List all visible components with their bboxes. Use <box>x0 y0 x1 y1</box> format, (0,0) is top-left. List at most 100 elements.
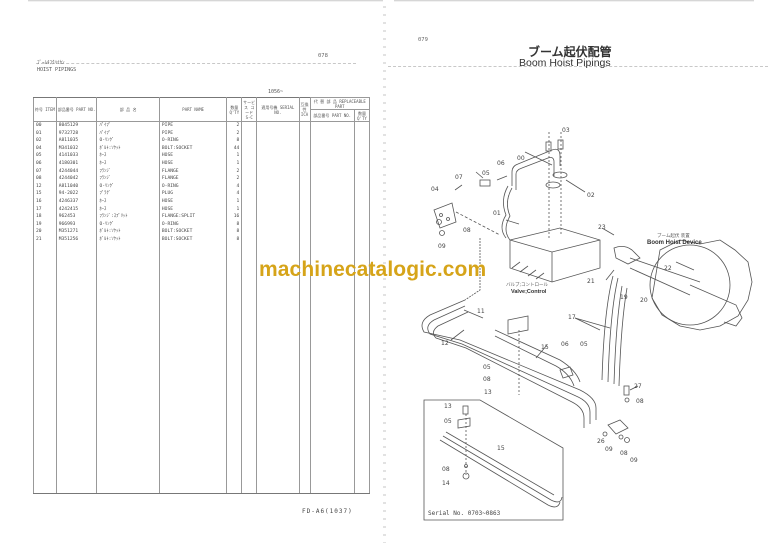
cell-serial <box>256 144 300 153</box>
callout-05d: 05 <box>444 418 452 425</box>
cell-item: 00 <box>33 121 57 130</box>
page-edge-shadow <box>28 0 383 2</box>
cell-part-name: HOSE <box>158 197 228 206</box>
callout-01: 01 <box>493 210 501 217</box>
cell-part-name: PIPE <box>158 129 228 138</box>
cell-part-no: 4244042 <box>55 175 98 183</box>
cell-part-no: 966993 <box>55 220 98 229</box>
cell-ica <box>298 121 311 130</box>
cell-rep-qty <box>353 152 371 160</box>
col-ica: 互換性 ICA <box>298 97 311 122</box>
cell-ica <box>298 159 311 168</box>
col-serial-no: 適用号機 SERIAL NO. <box>256 97 300 122</box>
cell-serial <box>256 228 300 236</box>
callout-08e: 08 <box>442 466 450 473</box>
callout-27: 27 <box>634 383 642 390</box>
blank-cell <box>226 243 243 494</box>
cell-part-no: 4180301 <box>55 159 98 168</box>
col-part-name: PART NAME <box>158 97 228 122</box>
cell-serial <box>256 175 300 183</box>
cell-serial <box>256 121 300 130</box>
callout-03: 03 <box>562 127 570 134</box>
cell-rep-qty <box>353 220 371 229</box>
cell-rep-no <box>309 137 355 145</box>
cell-serial <box>256 152 300 160</box>
cell-name-jp: ﾌﾗﾝｼﾞ <box>96 167 160 176</box>
cell-qty: 16 <box>226 213 243 221</box>
cell-rep-qty <box>353 159 371 168</box>
parts-table: 符号 ITEM 部品番号 PART NO. 部 品 名 PART NAME 数量… <box>33 97 371 494</box>
cell-rep-no <box>309 159 355 168</box>
cell-item: 07 <box>33 167 57 176</box>
cell-part-no: 9732728 <box>55 129 98 138</box>
valve-label-en: Valve;Control <box>511 289 547 295</box>
callout-20: 20 <box>640 297 648 304</box>
cell-sc <box>241 190 258 198</box>
cell-ica <box>298 220 311 229</box>
cell-item: 20 <box>33 228 57 236</box>
cell-part-name: O-RING <box>158 182 228 191</box>
cell-name-jp: ﾎｰｽ <box>96 197 160 206</box>
blank-cell <box>96 243 160 494</box>
cell-part-name: FLANGE:SPLIT <box>158 213 228 221</box>
cell-part-no: M341032 <box>55 144 98 153</box>
cell-qty: 2 <box>226 175 243 183</box>
callout-13b: 13 <box>444 403 452 410</box>
cell-name-jp: ﾎﾞﾙﾄ:ｿｹｯﾄ <box>96 228 160 236</box>
callout-22: 22 <box>664 265 672 272</box>
callout-07: 07 <box>455 174 463 181</box>
cell-qty: 2 <box>226 129 243 138</box>
page-footer: FD-A6(1037) <box>302 508 353 515</box>
blank-cell <box>309 243 355 494</box>
cell-part-name: BOLT:SOCKET <box>158 228 228 236</box>
valve-label-jp: バルブ;コントロール <box>506 283 549 288</box>
cell-part-name: PLUG <box>158 190 228 198</box>
cell-rep-qty <box>353 167 371 176</box>
callout-05c: 05 <box>483 364 491 371</box>
cell-part-no: A811035 <box>55 137 98 145</box>
callout-09: 09 <box>438 243 446 250</box>
callout-26: 26 <box>597 438 605 445</box>
cell-part-name: FLANGE <box>158 175 228 183</box>
cell-rep-qty <box>353 190 371 198</box>
cell-sc <box>241 220 258 229</box>
page-number: 079 <box>418 37 428 43</box>
col-rep-part-no: 部品番号 PART NO. <box>309 109 355 122</box>
cell-sc <box>241 175 258 183</box>
cell-qty: 8 <box>226 137 243 145</box>
cell-sc <box>241 152 258 160</box>
cell-part-name: FLANGE <box>158 167 228 176</box>
cell-part-name: HOSE <box>158 152 228 160</box>
col-name-jp: 部 品 名 <box>96 97 160 122</box>
cell-part-name: BOLT:SOCKET <box>158 235 228 244</box>
cell-part-no: 4244044 <box>55 167 98 176</box>
blank-cell <box>241 243 258 494</box>
cell-ica <box>298 235 311 244</box>
cell-ica <box>298 167 311 176</box>
callout-08d: 08 <box>620 450 628 457</box>
cell-item: 18 <box>33 213 57 221</box>
device-label-jp: ブーム起伏 装置 <box>657 234 690 239</box>
left-page: 078 ﾌﾞｰﾑｷﾌｸﾊｲｶﾝ HOIST PIPINGS 1056~ 符号 I… <box>0 0 383 543</box>
cell-rep-no <box>309 235 355 244</box>
watermark: machinecatalogic.com <box>259 258 487 281</box>
blank-cell <box>256 243 300 494</box>
cell-item: 02 <box>33 137 57 145</box>
cell-rep-no <box>309 228 355 236</box>
callout-12: 12 <box>441 340 449 347</box>
cell-item: 19 <box>33 220 57 229</box>
cell-part-name: O-RING <box>158 137 228 145</box>
page-number: 078 <box>318 53 328 59</box>
callout-08: 08 <box>463 227 471 234</box>
cell-rep-qty <box>353 137 371 145</box>
callout-09b: 09 <box>605 446 613 453</box>
cell-qty: 1 <box>226 205 243 214</box>
